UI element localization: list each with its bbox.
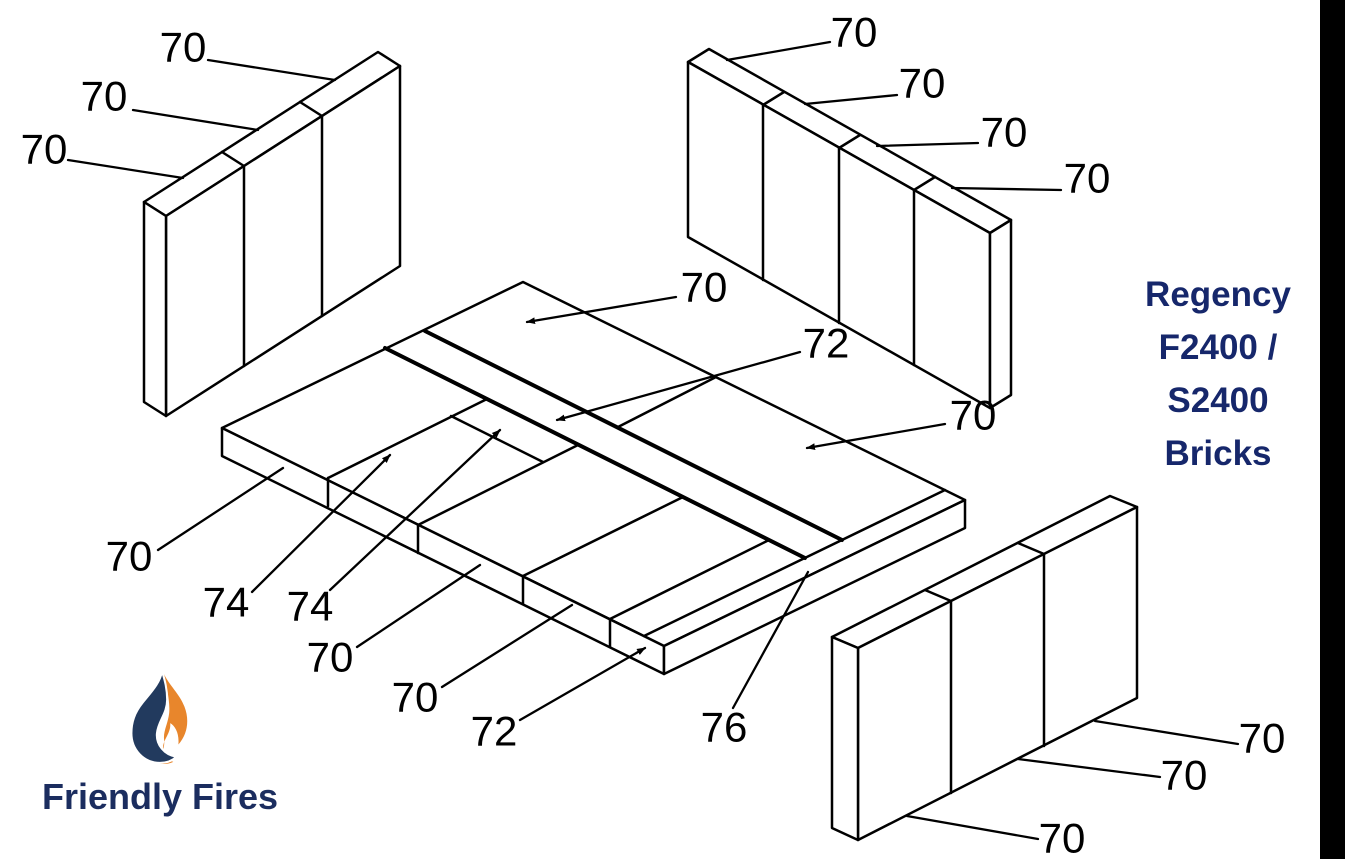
brand-logo-block: Friendly Fires <box>30 670 290 818</box>
part-number-label: 70 <box>160 24 207 71</box>
part-number-label: 70 <box>1039 815 1086 859</box>
leader-line <box>328 428 502 592</box>
leader-line <box>250 453 392 594</box>
product-title-line: Regency <box>1145 275 1291 314</box>
right-border-bar <box>1320 0 1345 859</box>
leader-line <box>66 158 185 180</box>
product-title-line: Bricks <box>1164 434 1272 473</box>
part-number-label: 70 <box>21 126 68 173</box>
part-number-label: 70 <box>831 9 878 56</box>
part-number-label: 70 <box>1064 155 1111 202</box>
left-wall-panel <box>142 50 402 418</box>
leader-line <box>518 646 647 722</box>
floor-assembly <box>220 280 967 676</box>
part-number-label: 72 <box>803 320 850 367</box>
leader-line <box>875 141 980 148</box>
brand-name: Friendly Fires <box>41 776 279 817</box>
leader-line <box>905 814 1040 841</box>
part-number-label: 76 <box>701 704 748 751</box>
part-number-label: 70 <box>81 73 128 120</box>
back-wall-panel <box>686 47 1013 410</box>
part-number-label: 70 <box>899 60 946 107</box>
part-number-label: 70 <box>1239 715 1286 762</box>
leader-line <box>725 40 832 62</box>
flame-orange-shape <box>153 674 188 765</box>
leader-line <box>1016 757 1162 779</box>
leader-line <box>355 563 482 649</box>
leader-line <box>950 186 1063 192</box>
part-number-label: 74 <box>287 583 334 630</box>
leader-line <box>131 108 260 132</box>
product-title-line: S2400 <box>1167 381 1269 420</box>
right-wall-panel <box>830 494 1139 842</box>
leader-line <box>440 603 574 689</box>
leader-line <box>555 350 802 422</box>
leader-line <box>803 93 899 106</box>
part-number-label: 70 <box>392 674 439 721</box>
leader-line <box>731 570 810 710</box>
flame-navy-shape <box>130 670 179 764</box>
leader-line <box>805 422 947 450</box>
part-number-label: 70 <box>981 109 1028 156</box>
product-title-line: F2400 / <box>1158 328 1278 367</box>
part-number-label: 70 <box>307 634 354 681</box>
leader-line <box>1093 719 1240 746</box>
part-number-label: 70 <box>950 392 997 439</box>
leader-line <box>156 466 285 552</box>
product-title: Regency F2400 / S2400 Bricks <box>1128 268 1308 480</box>
flame-icon <box>130 670 188 765</box>
part-number-label: 74 <box>203 579 250 626</box>
part-number-label: 70 <box>1161 752 1208 799</box>
part-number-label: 70 <box>681 264 728 311</box>
part-number-label: 72 <box>471 708 518 755</box>
part-number-label: 70 <box>106 533 153 580</box>
leader-line <box>206 58 337 82</box>
leader-line <box>525 295 678 325</box>
